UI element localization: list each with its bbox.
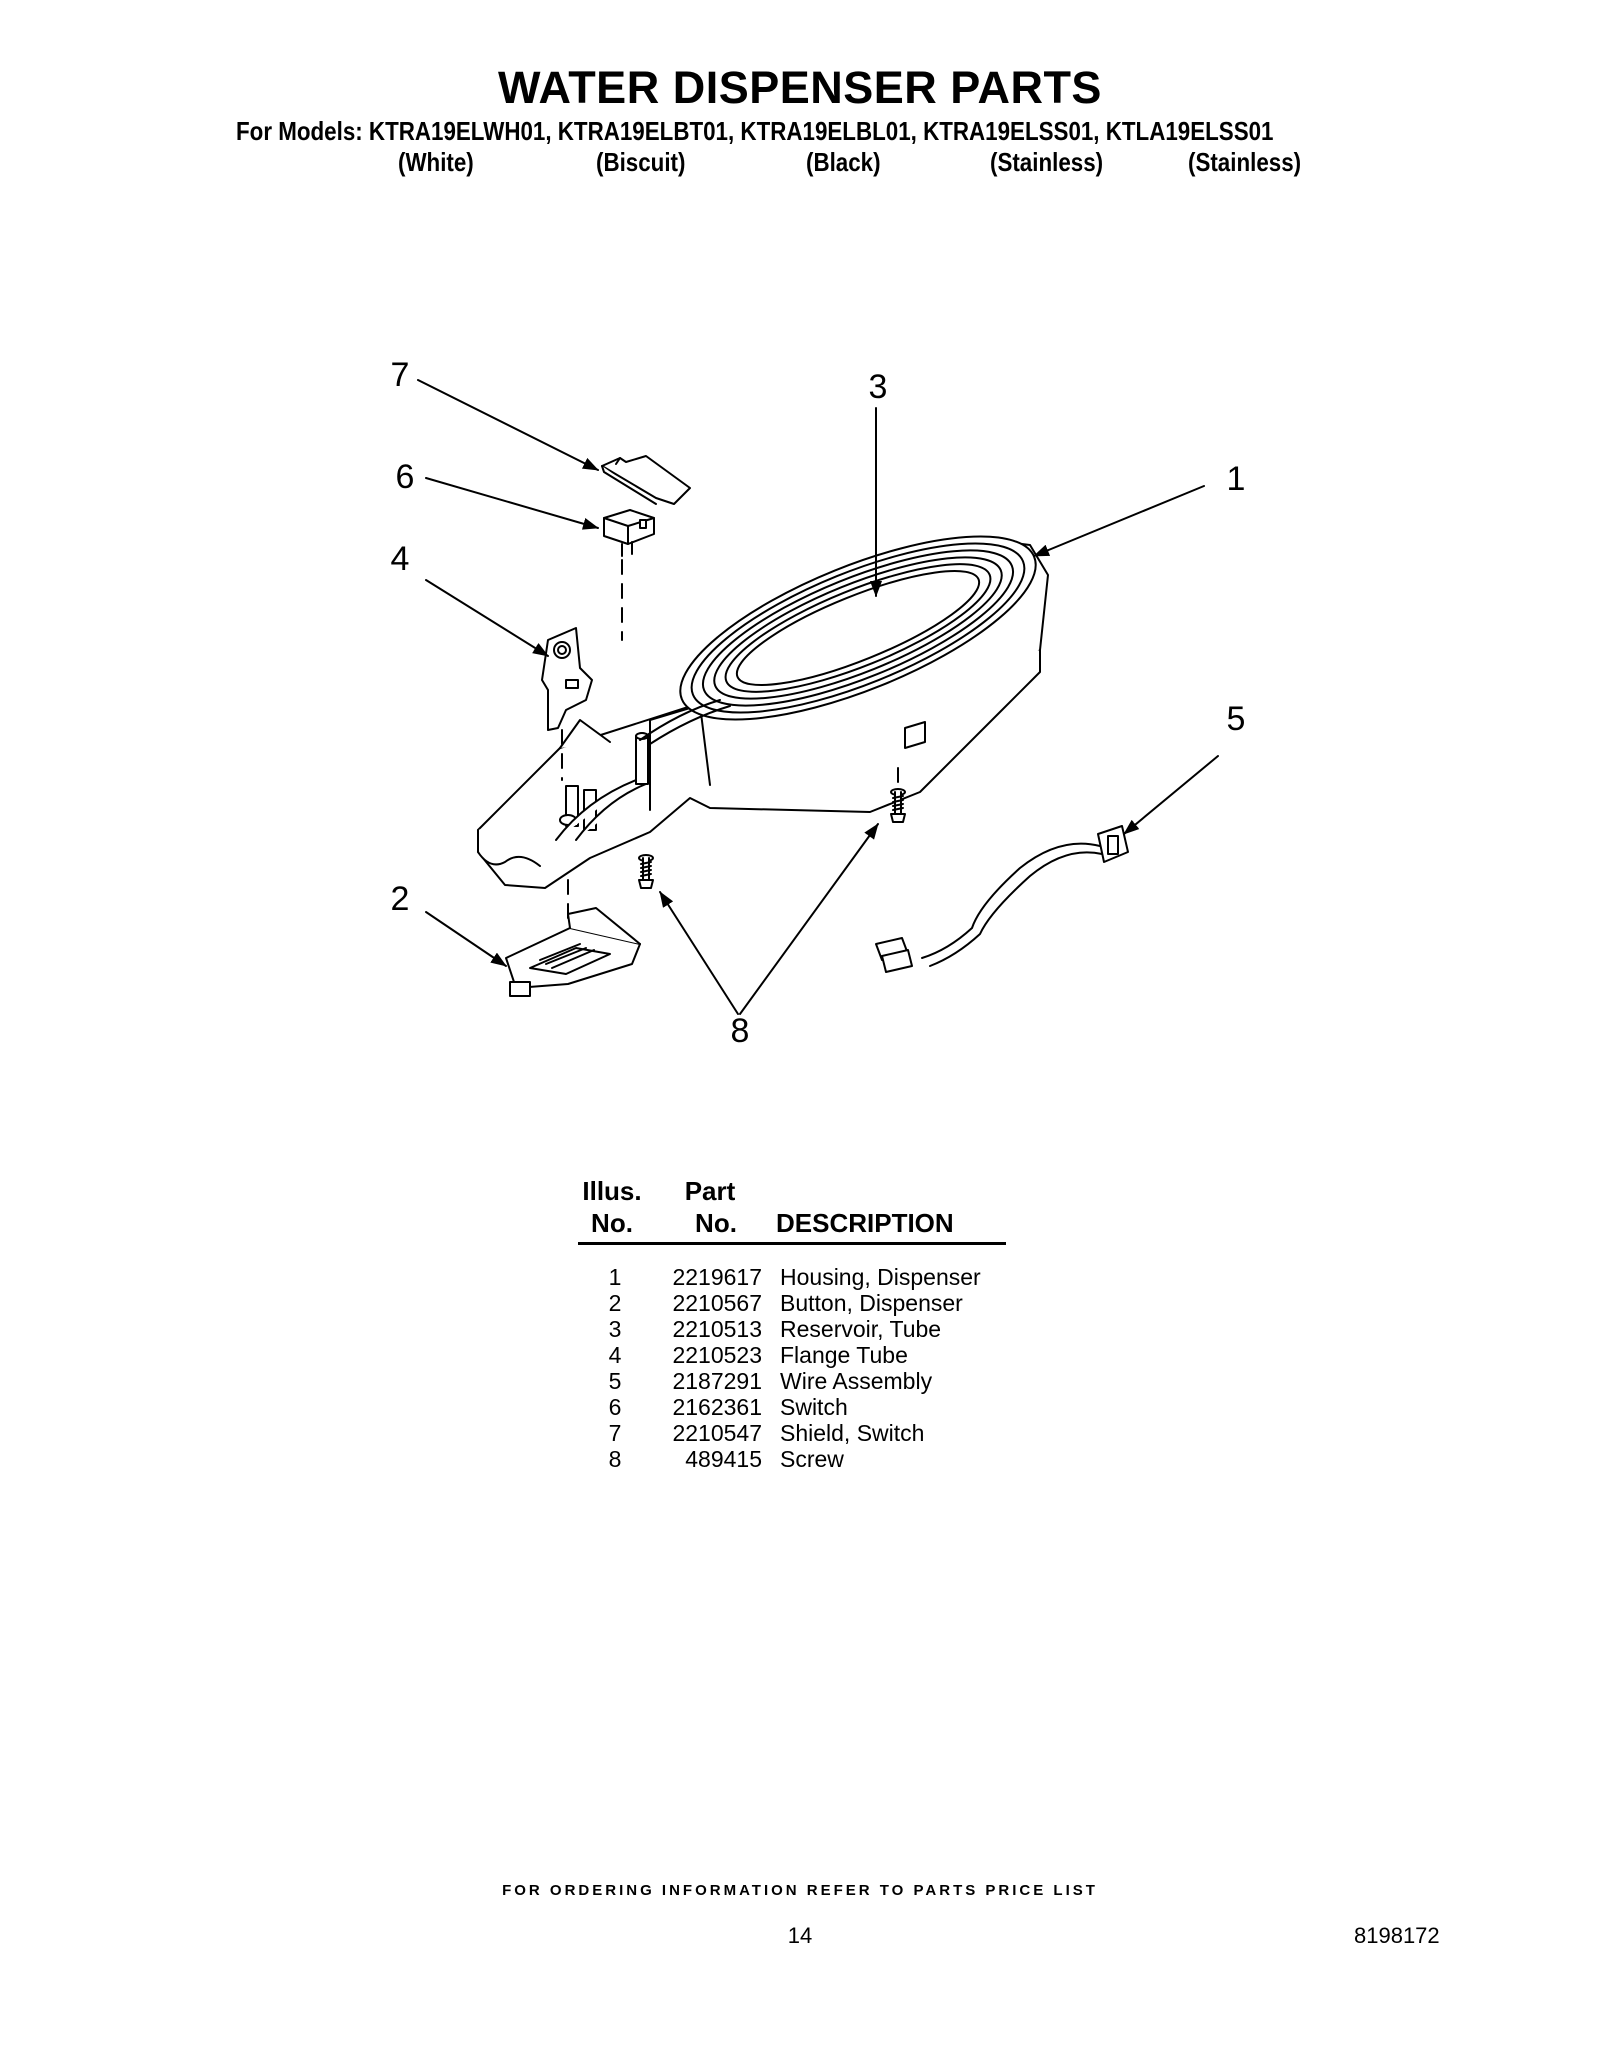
part-description: Housing, Dispenser [780, 1264, 981, 1290]
models-line: For Models: KTRA19ELWH01, KTRA19ELBT01, … [236, 116, 1274, 146]
table-row: 6 2162361 Switch [0, 1394, 1600, 1420]
callout-label: 1 [1227, 460, 1246, 498]
page-title: WATER DISPENSER PARTS [498, 62, 1102, 113]
illus-number: 5 [608, 1368, 622, 1394]
part-number: 2210547 [672, 1420, 762, 1446]
illus-number: 7 [608, 1420, 622, 1446]
table-row: 4 2210523 Flange Tube [0, 1342, 1600, 1368]
part-number: 2162361 [672, 1394, 762, 1420]
callout-label: 7 [391, 356, 410, 394]
callout-label: 6 [396, 458, 415, 496]
part-description: Screw [780, 1446, 844, 1472]
callout-label: 4 [391, 540, 410, 578]
callout-label: 3 [869, 368, 888, 406]
page-number: 14 [787, 1923, 813, 1948]
table-header-rule [578, 1242, 1006, 1245]
part-description: Flange Tube [780, 1342, 908, 1368]
model-color-label: (Biscuit) [596, 147, 686, 177]
table-row: 7 2210547 Shield, Switch [0, 1420, 1600, 1446]
part-description: Wire Assembly [780, 1368, 933, 1394]
part-number: 2210567 [672, 1290, 762, 1316]
wire-assembly-part [875, 825, 1129, 973]
illus-number: 6 [608, 1394, 622, 1420]
part-description: Button, Dispenser [780, 1290, 963, 1316]
part-number: 2219617 [672, 1264, 762, 1290]
part-description: Reservoir, Tube [780, 1316, 942, 1342]
switch-shield-part [601, 455, 691, 505]
illus-number: 4 [608, 1342, 622, 1368]
model-color-label: (Stainless) [990, 147, 1104, 177]
illus-header-top: Illus. [582, 1176, 642, 1206]
illus-number: 1 [608, 1264, 622, 1290]
table-row: 8 489415 Screw [0, 1446, 1600, 1472]
table-row: 2 2210567 Button, Dispenser [0, 1290, 1600, 1316]
switch-part [603, 509, 655, 557]
reservoir-tube-part [639, 535, 1037, 745]
description-header: DESCRIPTION [776, 1208, 954, 1238]
part-number: 2187291 [672, 1368, 762, 1394]
callout-leader-lines [417, 379, 1219, 1015]
dispenser-button-part [505, 907, 641, 997]
part-number: 489415 [685, 1446, 762, 1472]
illus-number: 2 [608, 1290, 622, 1316]
illus-number: 8 [608, 1446, 622, 1472]
part-description: Switch [780, 1394, 848, 1420]
part-description: Shield, Switch [780, 1420, 925, 1446]
callout-label: 8 [731, 1012, 750, 1050]
illus-number: 3 [608, 1316, 622, 1342]
illus-header-bottom: No. [591, 1208, 633, 1238]
model-color-label: (Black) [806, 147, 881, 177]
flange-tube-part [541, 627, 593, 731]
part-header-bottom: No. [695, 1208, 737, 1238]
table-row: 1 2219617 Housing, Dispenser [0, 1264, 1600, 1290]
model-color-label: (White) [398, 147, 474, 177]
part-number: 2210523 [672, 1342, 762, 1368]
ordering-info-note: FOR ORDERING INFORMATION REFER TO PARTS … [502, 1882, 1098, 1899]
assembly-guide-lines [561, 559, 899, 921]
screw-part [638, 788, 906, 889]
table-row: 3 2210513 Reservoir, Tube [0, 1316, 1600, 1342]
model-color-label: (Stainless) [1188, 147, 1302, 177]
document-number: 8198172 [1354, 1923, 1440, 1948]
callout-label: 2 [391, 880, 410, 918]
table-row: 5 2187291 Wire Assembly [0, 1368, 1600, 1394]
exploded-parts-diagram: 7 6 4 3 1 5 2 8 [391, 356, 1246, 1050]
part-header-top: Part [684, 1176, 736, 1206]
part-number: 2210513 [672, 1316, 762, 1342]
callout-label: 5 [1227, 700, 1246, 738]
